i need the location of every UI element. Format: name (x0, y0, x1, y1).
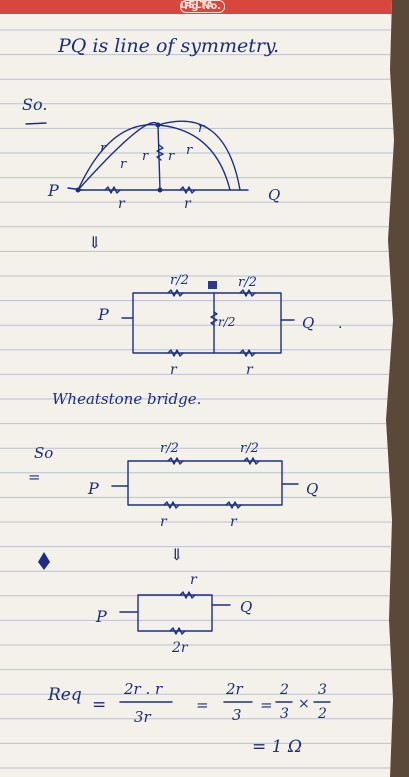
zig3-top-left (167, 457, 184, 465)
zig3-bottom-right (225, 501, 242, 509)
label-q3: Q (306, 480, 318, 498)
parallel-rect (137, 594, 213, 632)
fraction1-denominator: 3r (134, 708, 152, 726)
arc-right-outer (157, 120, 241, 191)
brand-label: DELTA (180, 0, 214, 11)
down-arrow-2: ⇓ (170, 545, 183, 564)
fraction4-numerator: 3 (318, 682, 327, 698)
diagram-reduced-bridge: P Q r/2 r/2 r r (87, 441, 318, 530)
label3-r-right: r (230, 514, 238, 530)
label-r-half-top-right: r/2 (238, 275, 257, 290)
center-zigzag (156, 144, 164, 161)
reduced-leads (111, 483, 299, 487)
bridge-leads (121, 317, 295, 321)
arc-left-outer (77, 121, 159, 191)
label-r-arc-2: r (120, 157, 127, 172)
times-sign: × (298, 696, 310, 712)
label4-2r: 2r (171, 640, 189, 656)
label3-r-left: r (160, 514, 168, 530)
label-r-arc-3: r (168, 149, 175, 164)
base-zigzag-right (179, 186, 196, 194)
label-r-half-mid: r/2 (218, 315, 235, 329)
label-r-bottom-left: r (170, 362, 178, 378)
node-mid (157, 187, 163, 193)
fraction3-numerator: 2 (279, 682, 289, 698)
handwritten-notes: PQ is line of symmetry. So. P Q r r r r … (22, 35, 342, 757)
diagram-parallel: P Q r 2r (95, 572, 252, 656)
formula-result: = 1 Ω (252, 737, 302, 757)
label-q4: Q (240, 598, 252, 616)
label-r-base-left: r (118, 196, 126, 212)
label-q1: Q (268, 186, 280, 204)
reduced-rect (127, 460, 283, 506)
fraction3-denominator: 3 (280, 706, 289, 722)
zig4-bottom (169, 627, 186, 635)
base-zigzag-left (104, 186, 121, 194)
note-title: PQ is line of symmetry. (57, 35, 279, 57)
label-p3: P (87, 479, 99, 498)
fraction1-numerator: 2r . r (123, 680, 163, 698)
scribble-mark (38, 552, 50, 570)
formula-eq-2: = (196, 696, 209, 714)
node-p (75, 187, 81, 193)
label-r-center: r (142, 149, 149, 164)
diagram-bridge: P Q . r/2 r/2 r/2 r r (97, 273, 342, 378)
so-label: So. (22, 95, 47, 114)
label-r-arc-5: r (198, 121, 205, 136)
bullet-dot: . (338, 316, 342, 332)
req-formula: Req = 2r . r 3r = 2r 3 = 2 3 × 3 2 = 1 Ω (47, 680, 331, 757)
label-p4: P (95, 607, 107, 626)
bridge-rect (132, 292, 282, 354)
down-arrow-1: ⇓ (88, 233, 101, 252)
label-r-bottom-right: r (246, 362, 254, 378)
label-r-arc-1: r (100, 141, 107, 156)
zig3-top-right (243, 457, 260, 465)
fraction2-denominator: 3 (232, 706, 242, 724)
zig-bottom-left (167, 349, 184, 357)
equals-label-2: = (28, 468, 41, 486)
ink-blot (208, 281, 217, 289)
label-r-half-top-left: r/2 (170, 273, 189, 288)
fraction2-numerator: 2r (225, 680, 244, 698)
node-top (155, 122, 161, 128)
formula-eq-1: = (92, 695, 106, 715)
ruled-lines (0, 29, 394, 769)
wheatstone-label: Wheatstone bridge. (52, 390, 201, 408)
zig3-bottom-left (163, 501, 180, 509)
zig-mid (210, 311, 218, 326)
notebook-page: DELTA Pg No. PQ is line of symmetry. So.… (0, 0, 394, 777)
arc-right-inner (157, 124, 231, 191)
fraction4-denominator: 2 (317, 706, 327, 722)
zig4-top (179, 591, 196, 599)
page-header-band: DELTA Pg No. (0, 0, 394, 14)
label-q2: Q (302, 314, 314, 332)
label-p2: P (97, 305, 109, 324)
label3-r-half-right: r/2 (240, 441, 259, 456)
page-number-label: Pg No. (180, 0, 226, 13)
so-underline (25, 122, 47, 125)
zig-top-right (239, 289, 256, 297)
label-p1: P (47, 181, 59, 200)
label3-r-half-left: r/2 (160, 441, 179, 456)
label4-r: r (190, 572, 198, 588)
so-label-2: So (34, 444, 53, 462)
label-r-base-right: r (184, 196, 192, 212)
parallel-leads (119, 604, 231, 613)
formula-eq-3: = (260, 696, 273, 714)
zig-top-left (167, 289, 184, 297)
zig-bottom-right (239, 349, 256, 357)
diagram-arc-network: P Q r r r r r r r r (47, 120, 280, 212)
label-r-arc-4: r (186, 143, 193, 158)
center-resistor (157, 124, 161, 191)
req-label: Req (47, 685, 82, 705)
